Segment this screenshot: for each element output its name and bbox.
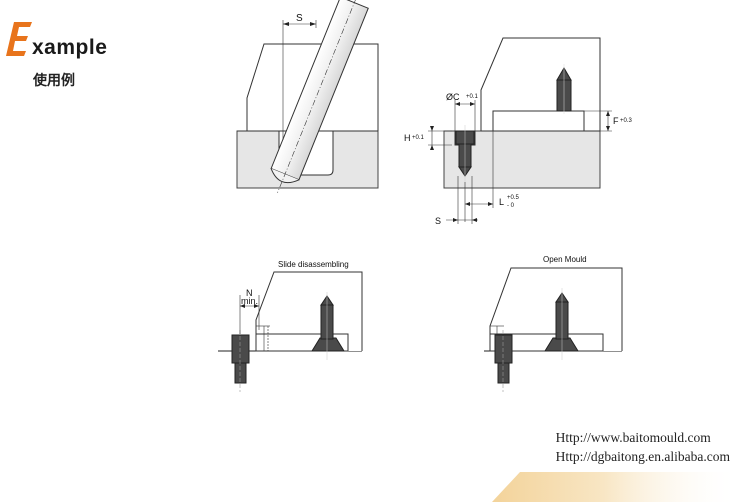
dim-f-label: F xyxy=(613,116,619,126)
footer-url-alibaba[interactable]: Http://dgbaitong.en.alibaba.com xyxy=(555,449,730,464)
dim-h-tolerance: +0.1 xyxy=(412,135,425,141)
figure-top-right xyxy=(428,37,612,224)
example-title: xample xyxy=(32,36,108,59)
example-logo-letter-e xyxy=(6,22,32,56)
dim-l-tolerance-lower: - 0 xyxy=(507,203,515,209)
dim-l-label: L xyxy=(499,197,504,207)
dim-n-min-label: min. xyxy=(241,296,258,306)
footer-url-baitomould[interactable]: Http://www.baitomould.com xyxy=(555,430,711,445)
slide-disassembling-title: Slide disassembling xyxy=(278,260,349,269)
open-mould-title: Open Mould xyxy=(543,255,587,264)
dim-s-label-top-right: S xyxy=(435,216,441,226)
dim-c-tolerance: +0.1 xyxy=(466,94,479,100)
dim-h-label: H xyxy=(404,133,411,143)
dimension-arrows-n-min xyxy=(240,304,259,308)
dim-n-label: N xyxy=(246,288,253,298)
example-subtitle-chinese: 使用例 xyxy=(33,73,75,89)
footer-gradient-band xyxy=(492,472,740,502)
dim-s-label-top-left: S xyxy=(296,13,303,24)
footer-links: Http://www.baitomould.com Http://dgbaito… xyxy=(556,428,730,466)
figure-top-left xyxy=(236,0,379,193)
figure-bottom-right xyxy=(484,267,623,392)
dim-l-tolerance-upper: +0.5 xyxy=(507,195,520,201)
figure-bottom-left xyxy=(218,271,363,392)
dim-f-tolerance: +0.3 xyxy=(620,118,633,124)
dim-c-label: ØC xyxy=(446,92,460,102)
dimension-arrows-top-right xyxy=(430,102,610,222)
